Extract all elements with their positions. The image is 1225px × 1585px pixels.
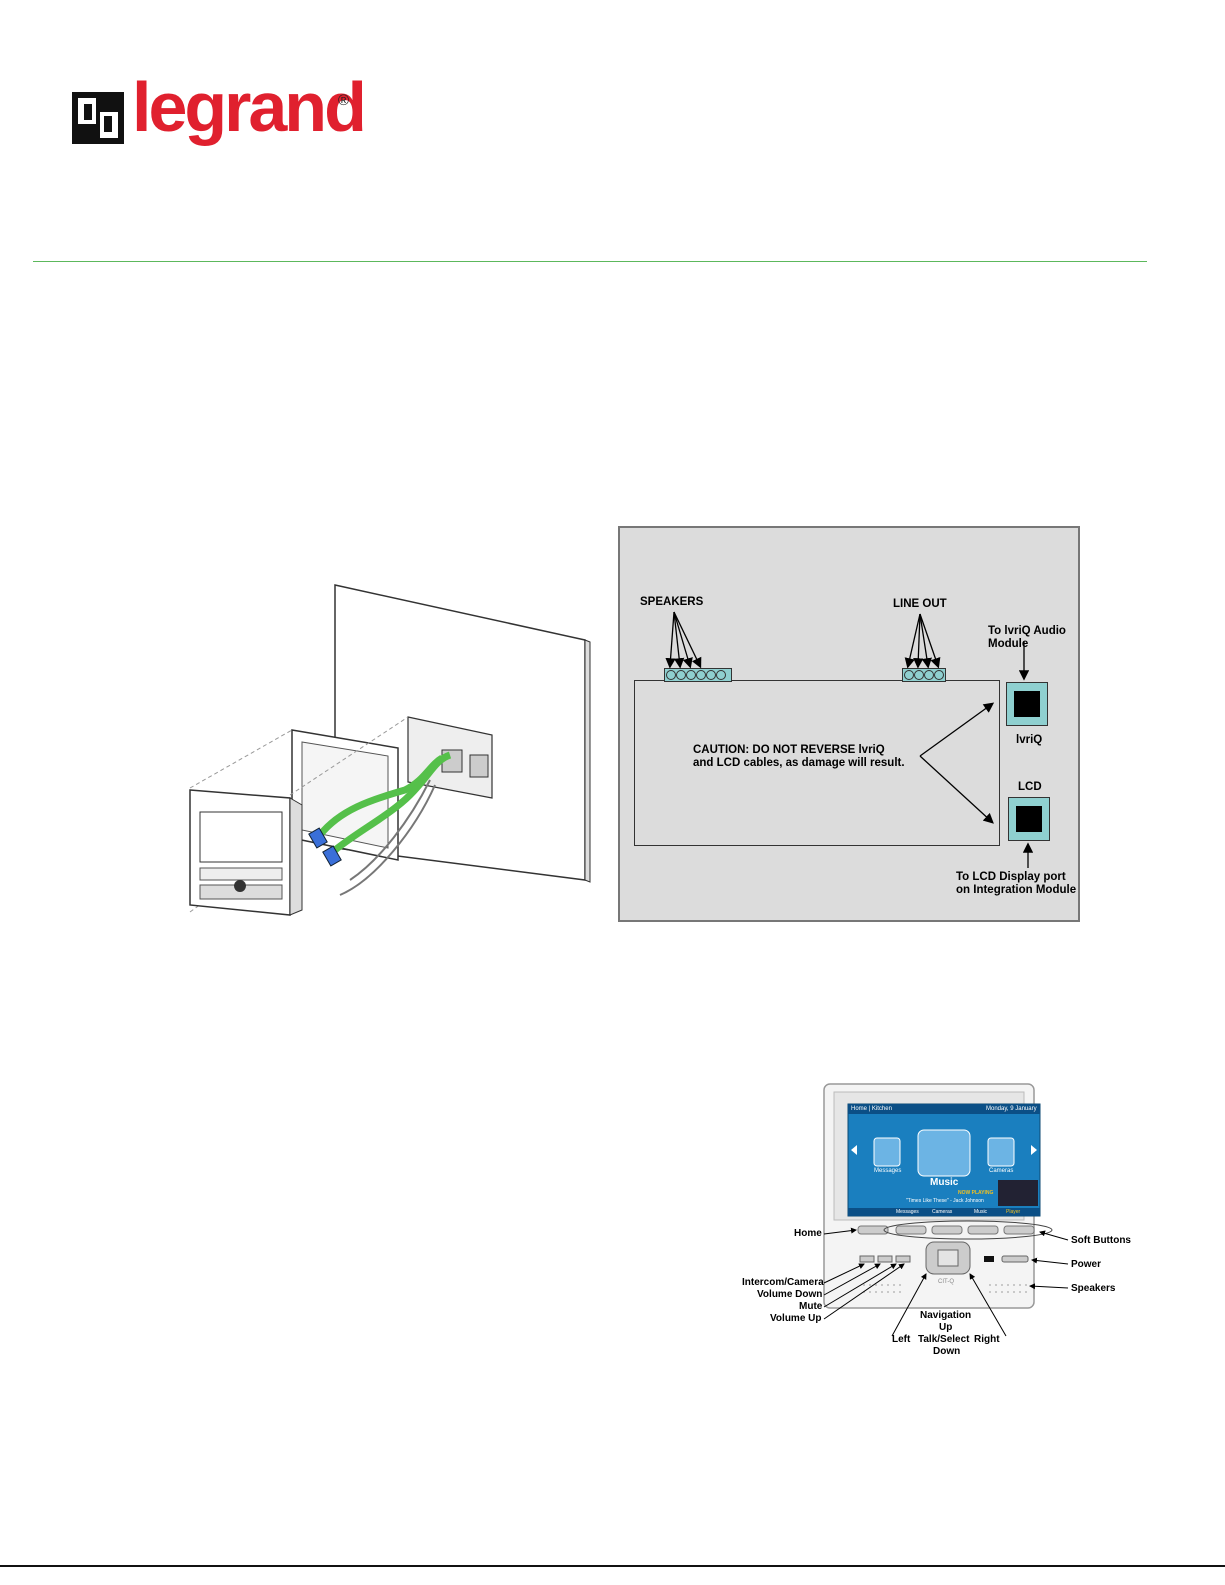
callout-up: Up bbox=[939, 1322, 953, 1333]
screen-tab-player: Player bbox=[1006, 1209, 1021, 1215]
callout-speakers: Speakers bbox=[1071, 1283, 1116, 1294]
lcd-port-label: To LCD Display port on Integration Modul… bbox=[956, 871, 1077, 896]
callout-home: Home bbox=[794, 1228, 822, 1239]
touchpanel-illustration bbox=[823, 1083, 1069, 1337]
caution-text: CAUTION: DO NOT REVERSE lvriQ and LCD ca… bbox=[693, 744, 905, 769]
callout-power: Power bbox=[1071, 1259, 1102, 1270]
touchpanel-diagram: Home | Kitchen Monday, 9 January Message… bbox=[740, 1080, 1140, 1370]
screen-tab-music: Music bbox=[974, 1209, 988, 1215]
now-playing-header: NOW PLAYING bbox=[958, 1190, 994, 1196]
lcd-jack bbox=[1008, 797, 1050, 841]
integration-module-box: CAUTION: DO NOT REVERSE lvriQ and LCD ca… bbox=[634, 680, 1000, 846]
legrand-mark-icon bbox=[72, 92, 124, 144]
callout-talk-select: Talk/Select bbox=[918, 1334, 970, 1345]
lcd-jack-label: LCD bbox=[1018, 781, 1042, 793]
callout-left: Left bbox=[892, 1334, 911, 1345]
now-playing-track: "Times Like These" - Jack Johnson bbox=[906, 1198, 984, 1204]
screen-date: Monday, 9 January bbox=[986, 1106, 1037, 1112]
screen-music-label: Music bbox=[930, 1177, 959, 1188]
wiring-arrows bbox=[665, 611, 1034, 868]
lvriq-jack bbox=[1006, 682, 1048, 726]
callout-volume-up: Volume Up bbox=[770, 1313, 822, 1324]
wiring-diagram-panel: SPEAKERS LINE OUT To lvriQ Audio Module … bbox=[618, 526, 1080, 922]
screen-tab-messages: Messages bbox=[896, 1209, 919, 1215]
speaker-terminal-block bbox=[664, 668, 732, 682]
screen-tab-cameras: Cameras bbox=[932, 1209, 953, 1215]
callout-mute: Mute bbox=[799, 1301, 823, 1312]
callout-volume-down: Volume Down bbox=[757, 1289, 823, 1300]
callout-down: Down bbox=[933, 1346, 961, 1357]
legrand-wordmark: legrand bbox=[132, 68, 367, 146]
installation-drawing bbox=[189, 584, 591, 916]
callout-navigation: Navigation bbox=[920, 1310, 972, 1321]
registered-mark: ® bbox=[338, 92, 350, 109]
callout-soft-buttons: Soft Buttons bbox=[1071, 1235, 1131, 1246]
legrand-logo: legrand ® bbox=[72, 72, 367, 158]
header-divider bbox=[33, 261, 1147, 262]
line-out-label: LINE OUT bbox=[893, 598, 947, 610]
lvriq-jack-label: lvriQ bbox=[1016, 734, 1043, 746]
audio-module-label: To lvriQ Audio Module bbox=[988, 625, 1066, 650]
screen-breadcrumb: Home | Kitchen bbox=[851, 1106, 892, 1112]
callout-right: Right bbox=[974, 1334, 1000, 1345]
speakers-label: SPEAKERS bbox=[640, 596, 704, 608]
screen-cameras-label: Cameras bbox=[989, 1168, 1014, 1174]
footer-divider bbox=[0, 1565, 1225, 1567]
screen-messages-label: Messages bbox=[874, 1168, 902, 1174]
device-brand: CIT-Q bbox=[938, 1279, 954, 1285]
callout-intercom-camera: Intercom/Camera bbox=[742, 1277, 824, 1288]
